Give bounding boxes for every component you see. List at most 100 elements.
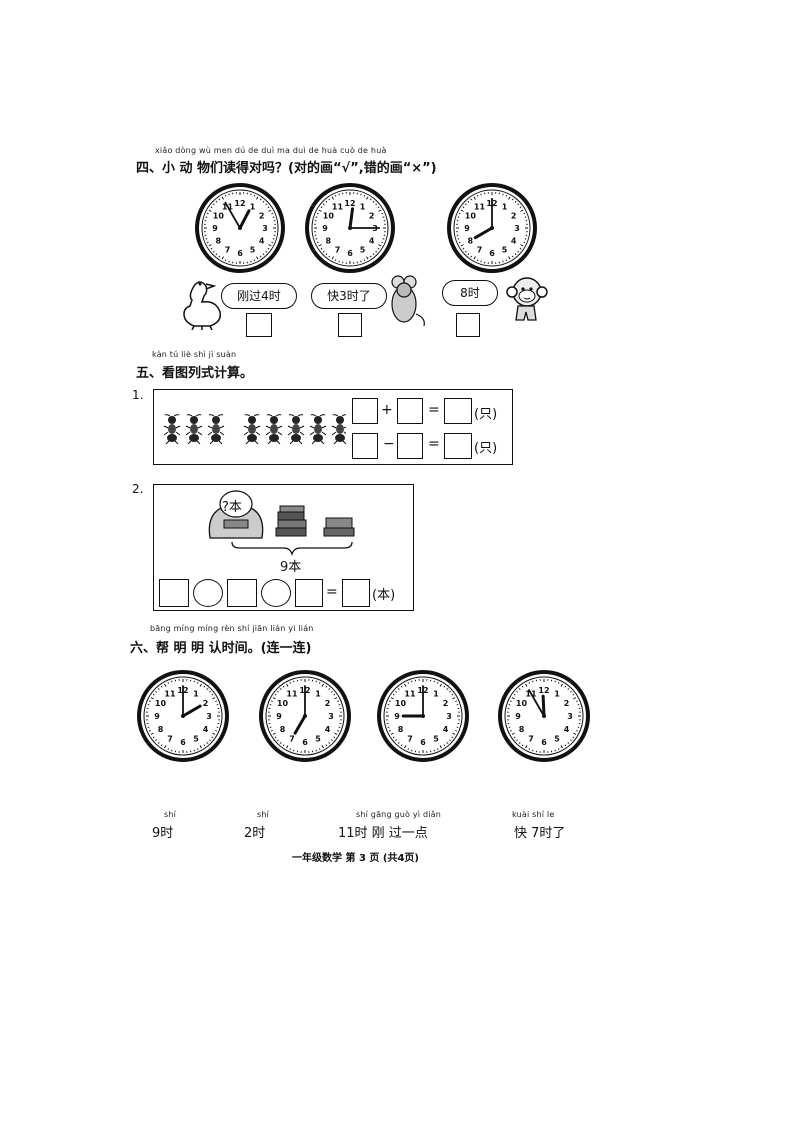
time-option[interactable]: 11时 刚 过一点: [338, 826, 428, 841]
clock-tick: [157, 742, 160, 744]
clock-tick: [372, 253, 375, 256]
clock-tick: [206, 241, 209, 244]
answer-box[interactable]: [227, 579, 257, 607]
time-option[interactable]: 快 7时了: [514, 826, 566, 841]
hour-hand: [541, 694, 546, 718]
answer-box[interactable]: [352, 433, 378, 459]
clock-tick: [206, 742, 209, 744]
clock-tick: [521, 685, 524, 688]
clock-tick: [372, 200, 375, 203]
clock-tick: [148, 700, 151, 703]
clock-tick: [321, 745, 324, 749]
clock-tick: [210, 206, 213, 209]
clock-tick: [282, 744, 285, 747]
clock-number: 6: [180, 738, 186, 747]
clock-tick: [215, 253, 218, 256]
clock-tick: [155, 739, 157, 742]
ant-icon: [185, 414, 203, 444]
clock-center: [421, 714, 425, 718]
ant-head: [212, 416, 220, 424]
clock-tick: [157, 688, 160, 690]
answer-box[interactable]: [342, 579, 370, 607]
answer-box[interactable]: [444, 398, 472, 424]
clock-tick: [265, 250, 268, 253]
clock-tick: [509, 700, 512, 703]
section6-pinyin: bāng míng míng rèn shí jiān lián yi lián: [150, 624, 314, 633]
clock-tick: [576, 729, 579, 732]
clock-number: 1: [250, 202, 256, 211]
clock-tick: [221, 256, 224, 260]
answer-box[interactable]: [397, 433, 423, 459]
operator-circle[interactable]: [193, 579, 223, 607]
clock-tick: [564, 685, 567, 688]
clock-tick: [256, 256, 259, 260]
clock-tick: [206, 212, 209, 215]
clock-number: 9: [154, 712, 160, 721]
clock-tick: [443, 744, 446, 747]
question-number: 2.: [132, 482, 144, 496]
clock-tick: [318, 209, 322, 212]
clock-tick: [525, 683, 528, 687]
hour-hand: [181, 704, 202, 718]
clock-tick: [316, 241, 319, 244]
answer-box[interactable]: [338, 313, 362, 337]
clock-tick: [523, 241, 526, 244]
clock-tick: [395, 739, 397, 742]
clock-tick: [557, 681, 560, 684]
answer-box[interactable]: [159, 579, 189, 607]
ant-head: [190, 416, 198, 424]
clock-tick: [253, 259, 256, 262]
time-option[interactable]: 2时: [244, 826, 266, 841]
mouse-icon: [391, 275, 425, 327]
clock-tick: [458, 241, 461, 244]
clock-tick: [519, 247, 522, 250]
clock-center: [303, 714, 307, 718]
clock-tick: [209, 690, 211, 693]
clock-tick: [286, 745, 289, 749]
clock-tick: [573, 697, 577, 700]
clock-number: 6: [347, 249, 353, 258]
clock-tick: [337, 729, 340, 732]
ant-legs: [265, 425, 283, 444]
clock-tick: [333, 693, 336, 696]
clock-number: 12: [234, 199, 245, 208]
clock-center: [542, 714, 546, 718]
clock-tick: [271, 212, 274, 215]
clock-tick: [511, 198, 514, 201]
ant-body: [212, 424, 220, 434]
clock-number: 10: [213, 212, 225, 221]
clock-tick: [199, 683, 202, 687]
ant-icon: [287, 414, 305, 444]
clock-tick: [167, 681, 170, 684]
clock-tick: [160, 744, 163, 747]
ant-head: [292, 416, 300, 424]
clock-tick: [279, 688, 282, 690]
answer-box[interactable]: [246, 313, 272, 337]
time-option[interactable]: 9时: [152, 826, 174, 841]
clock-tick: [476, 194, 479, 197]
answer-box[interactable]: [295, 579, 323, 607]
ant-antenna: [186, 414, 202, 417]
question-number: 1.: [132, 388, 144, 402]
clock-tick: [164, 745, 167, 749]
clock-number: 4: [325, 725, 331, 734]
minute-hand: [224, 201, 241, 229]
operator-circle[interactable]: [261, 579, 291, 607]
clock-tick: [557, 748, 560, 751]
answer-box[interactable]: [397, 398, 423, 424]
clock-tick: [271, 241, 274, 244]
clock-number: 9: [464, 224, 470, 233]
clock-tick: [460, 209, 464, 212]
clock-tick: [392, 693, 395, 696]
total-label: 9本: [280, 560, 302, 575]
answer-box[interactable]: [444, 433, 472, 459]
answer-box[interactable]: [352, 398, 378, 424]
book-icon: [323, 517, 355, 537]
clock-tick: [446, 742, 449, 744]
answer-box[interactable]: [456, 313, 480, 337]
clock-number: 4: [259, 237, 265, 246]
